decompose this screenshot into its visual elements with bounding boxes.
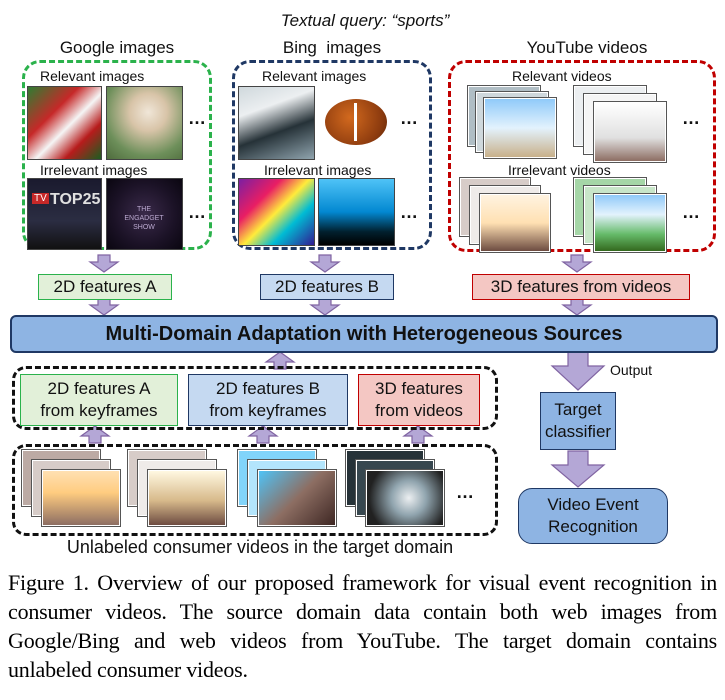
google-irrelevant-image-1: TV TOP25	[27, 178, 102, 250]
feature-box-youtube: 3D features from videos	[472, 274, 690, 300]
output-label: Output	[610, 362, 653, 378]
google-relevant-label: Relevant images	[40, 68, 145, 84]
tv-badge: TV	[32, 193, 49, 204]
query-label: Textual query: “sports”	[280, 11, 450, 30]
bing-relevant-more: …	[400, 108, 419, 128]
google-irrelevant-image-2: THE ENGADGET SHOW	[106, 178, 183, 250]
source-title-google: Google images	[59, 38, 175, 57]
unlabeled-videos-caption: Unlabeled consumer videos in the target …	[66, 537, 454, 557]
arrow-youtube-to-features	[562, 254, 592, 273]
video-event-recognition-line1: Video Event	[547, 495, 639, 514]
arrow-youtube-features-to-main	[562, 297, 592, 316]
bing-source-group	[232, 60, 432, 250]
google-relevant-image-2	[106, 86, 183, 160]
bing-relevant-label: Relevant images	[262, 68, 367, 84]
target-classifier-box: Target classifier	[540, 392, 616, 450]
video-event-recognition-box: Video Event Recognition	[518, 488, 668, 544]
youtube-source-group	[448, 60, 716, 252]
google-relevant-more: …	[188, 108, 207, 128]
target-feature-a-line1: 2D features A	[47, 379, 151, 398]
source-title-youtube: YouTube videos	[526, 38, 648, 57]
target-feature-b-line1: 2D features B	[216, 379, 320, 398]
arrow-bing-features-to-main	[310, 297, 340, 316]
bing-irrelevant-image-1	[238, 178, 315, 246]
engadget-text: THE ENGADGET SHOW	[124, 206, 164, 231]
youtube-relevant-label: Relevant videos	[512, 68, 612, 84]
target-classifier-line1: Target	[554, 400, 602, 419]
bing-irrelevant-more: …	[400, 202, 419, 222]
figure-caption: Figure 1. Overview of our proposed frame…	[8, 570, 717, 682]
target-feature-b: 2D features B from keyframes	[188, 374, 348, 426]
video-event-recognition-line2: Recognition	[548, 517, 638, 536]
feature-box-google: 2D features A	[38, 274, 172, 300]
target-videos-group	[12, 444, 498, 536]
target-feature-3d-line1: 3D features	[375, 379, 463, 398]
target-features-group	[12, 366, 498, 430]
feature-box-bing: 2D features B	[260, 274, 394, 300]
football-stripe	[354, 103, 357, 141]
target-feature-a-line2: from keyframes	[40, 401, 158, 420]
target-classifier-line2: classifier	[544, 422, 612, 441]
arrow-main-to-classifier	[550, 349, 606, 391]
google-relevant-image-1	[27, 86, 102, 160]
target-feature-a: 2D features A from keyframes	[20, 374, 178, 426]
arrow-google-features-to-main	[89, 297, 119, 316]
google-irrelevant-more: …	[188, 202, 207, 222]
multi-domain-adaptation-box: Multi-Domain Adaptation with Heterogeneo…	[10, 315, 718, 353]
target-feature-b-line2: from keyframes	[209, 401, 327, 420]
arrow-bing-to-features	[310, 254, 340, 273]
bing-relevant-image-1	[238, 86, 315, 160]
youtube-relevant-more: …	[682, 108, 701, 128]
target-feature-3d: 3D features from videos	[358, 374, 480, 426]
arrow-google-to-features	[89, 254, 119, 273]
top25-text: TOP25	[50, 191, 101, 208]
bing-relevant-image-2	[318, 86, 395, 160]
arrow-classifier-to-recognition	[550, 450, 606, 488]
target-videos-more: …	[456, 482, 475, 502]
bing-irrelevant-label: Irrelevant images	[264, 162, 372, 178]
youtube-irrelevant-more: …	[682, 202, 701, 222]
bing-irrelevant-image-2	[318, 178, 395, 246]
youtube-irrelevant-label: Irrelevant videos	[508, 162, 611, 178]
target-feature-3d-line2: from videos	[375, 401, 463, 420]
source-title-bing: Bing images	[282, 38, 382, 57]
google-irrelevant-label: Irrelevant images	[40, 162, 148, 178]
